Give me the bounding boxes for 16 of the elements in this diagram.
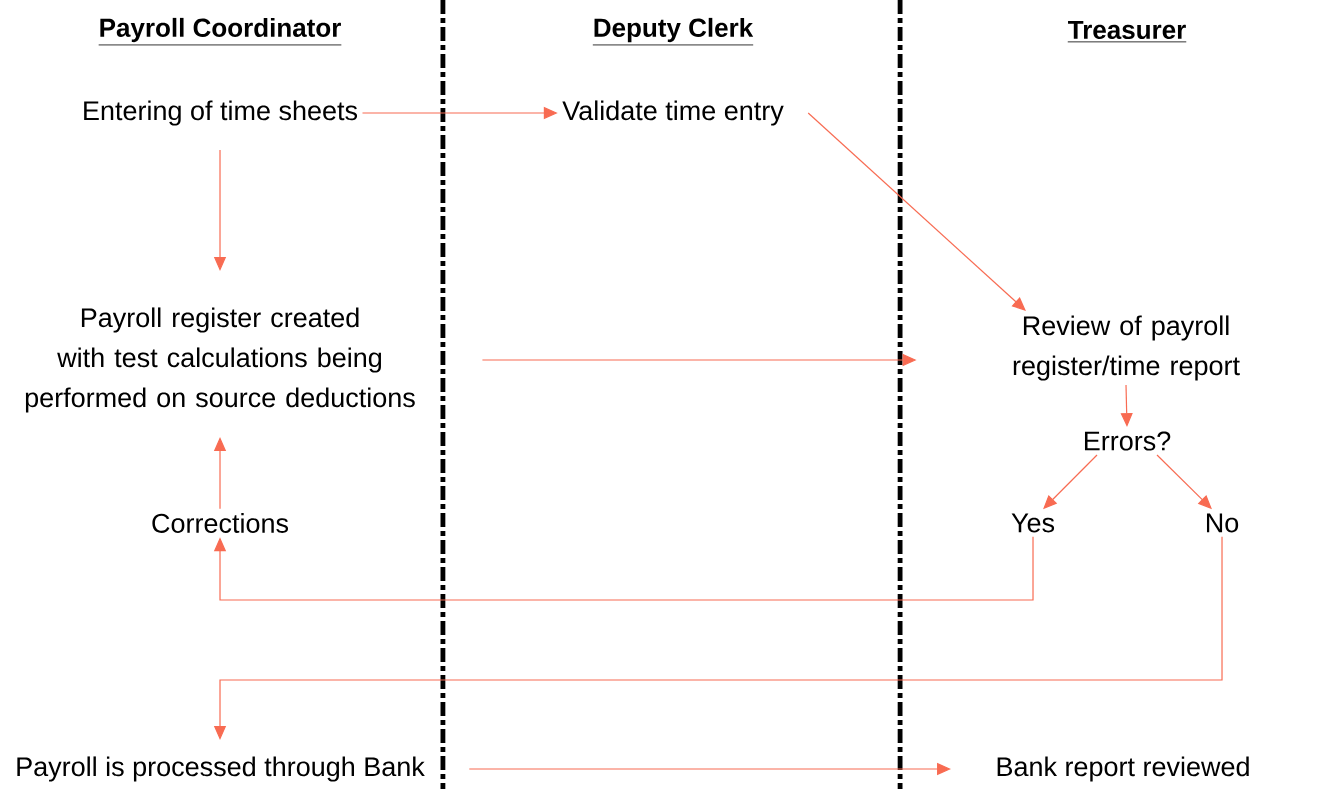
lane-heading: Deputy Clerk [592, 17, 754, 46]
step-text: Corrections [152, 513, 289, 533]
arrow [213, 536, 1034, 601]
arrow [1120, 384, 1133, 427]
step-text: Entering of time sheets [84, 100, 358, 126]
step-text: No [1207, 513, 1239, 533]
lane-heading: Payroll Coordinator [98, 17, 342, 46]
arrow [807, 112, 1026, 311]
step-text: Bank report reviewed [997, 756, 1249, 782]
step-text: Validate time entry [562, 100, 784, 126]
step-text: Payroll is processed through Bank [17, 756, 425, 782]
step-text: Yes [1011, 513, 1055, 533]
step-text: Review of payroll register/time report [1013, 315, 1240, 381]
step-text: Errors? [1085, 431, 1171, 451]
step-text: Payroll register created with test calculations being performed on source deductions [25, 307, 415, 413]
lane-heading: Treasurer [1067, 20, 1187, 43]
